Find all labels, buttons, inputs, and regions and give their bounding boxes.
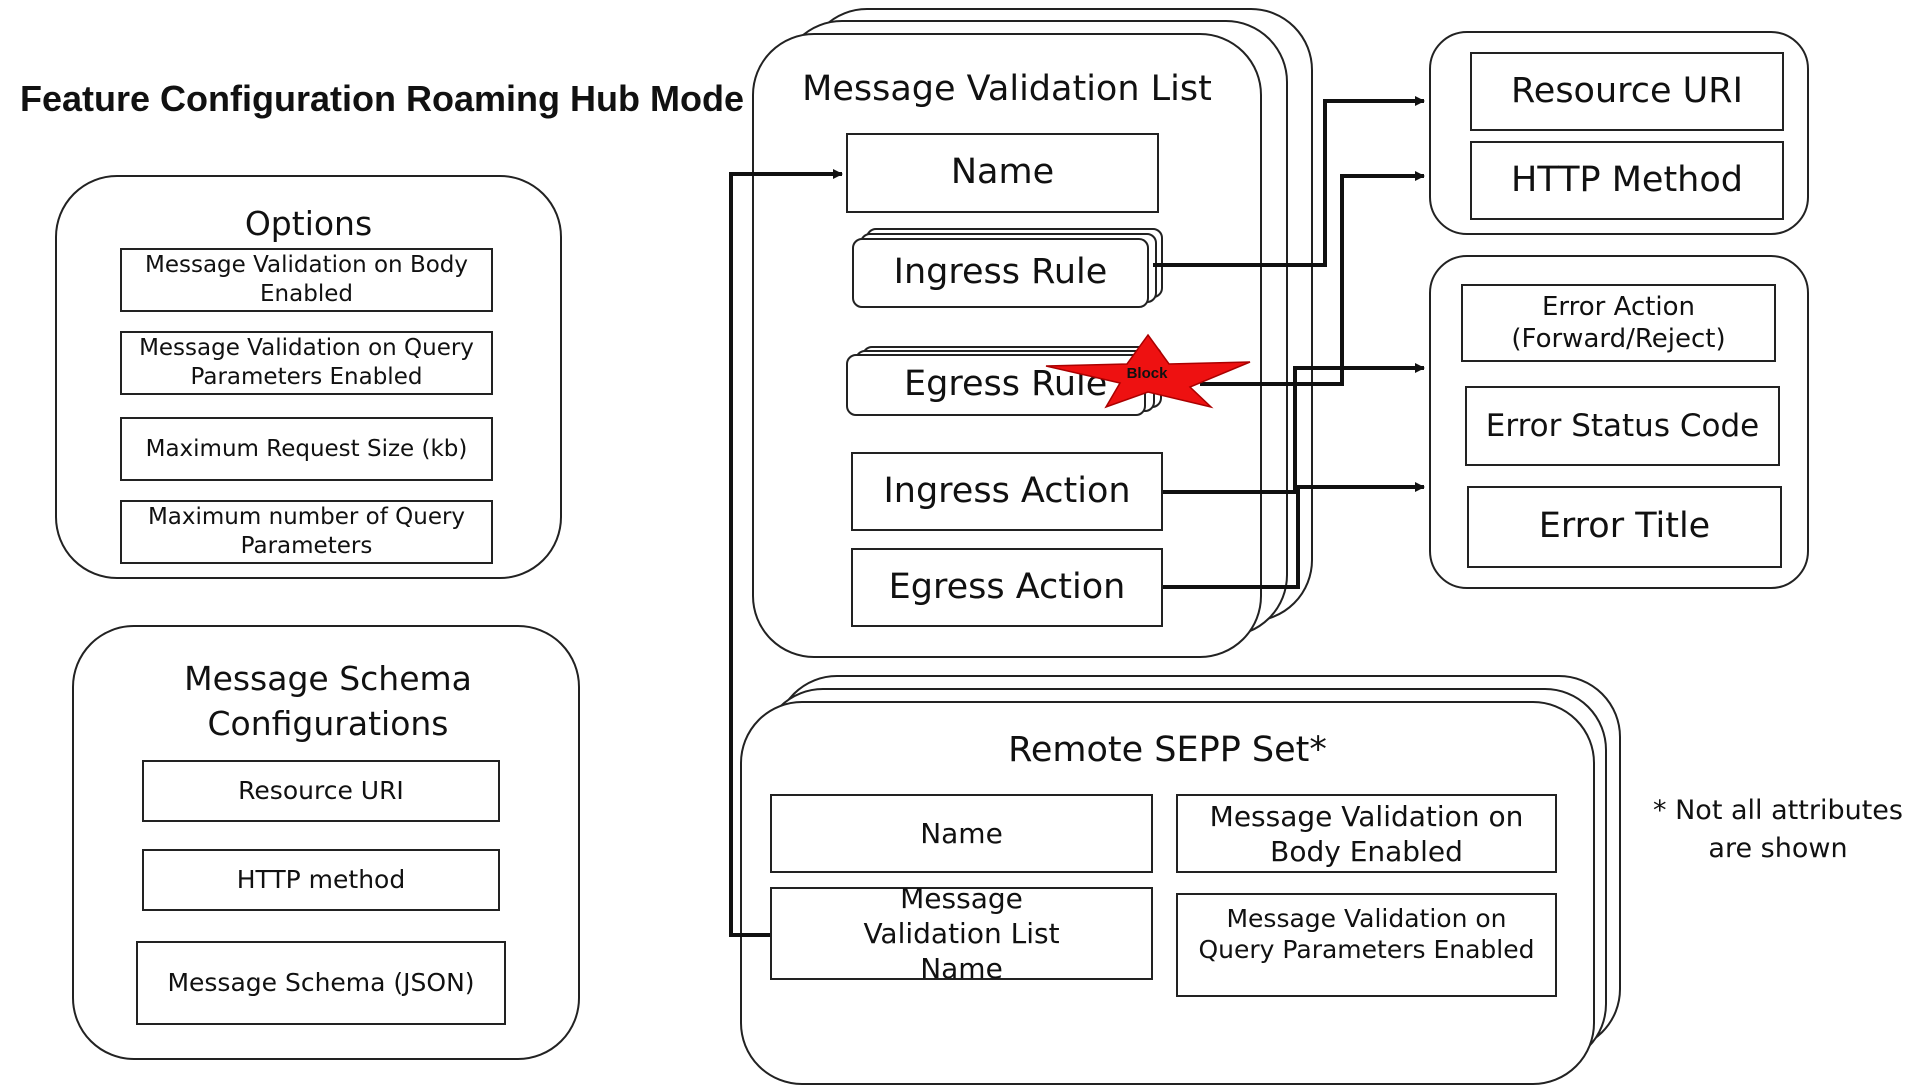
sepp-mvl-name-box: Message Validation List Name [770,882,1153,985]
schema-message-schema: Message Schema (JSON) [136,941,506,1025]
rule-resource-uri: Resource URI [1470,52,1784,131]
egress-action-connector [1163,482,1425,589]
ingress-rule-box: Ingress Rule [852,238,1149,308]
action-panel: Error Action (Forward/Reject) Error Stat… [1429,255,1809,589]
option-query-validation: Message Validation on Query Parameters E… [120,331,493,395]
ingress-rule-connector [1153,96,1425,267]
ingress-action-box: Ingress Action [851,452,1163,531]
schema-resource-uri: Resource URI [142,760,500,822]
sepp-title: Remote SEPP Set* [1008,730,1327,770]
option-max-query-params: Maximum number of Query Parameters [120,500,493,564]
ingress-action-connector [1163,363,1425,494]
sepp-name-box: Name [770,794,1153,873]
schema-panel: Message Schema Configurations Resource U… [72,625,580,1060]
mvl-title: Message Validation List [802,69,1212,109]
mvl-name-box: Name [846,133,1159,213]
action-error-status-code: Error Status Code [1465,386,1780,466]
action-error-title: Error Title [1467,486,1782,568]
block-star-icon: Block [1045,333,1251,409]
schema-title: Message Schema Configurations [184,659,472,743]
sepp-query-enabled-box: Message Validation on Query Parameters E… [1176,893,1557,997]
egress-action-box: Egress Action [851,548,1163,627]
options-panel: Options Message Validation on Body Enabl… [55,175,562,579]
action-error-action: Error Action (Forward/Reject) [1461,284,1776,362]
sepp-body-enabled-box: Message Validation on Body Enabled [1176,794,1557,873]
schema-http-method: HTTP method [142,849,500,911]
options-title: Options [244,204,373,243]
option-body-validation: Message Validation on Body Enabled [120,248,493,312]
rule-panel: Resource URI HTTP Method [1429,31,1809,235]
footnote: * Not all attributes are shown [1653,795,1903,864]
block-label: Block [1127,365,1169,382]
page-title: Feature Configuration Roaming Hub Mode [20,78,744,119]
egress-rule-connector [1200,171,1425,386]
option-max-request-size: Maximum Request Size (kb) [120,417,493,481]
sepp-to-mvl-connector [729,169,843,937]
rule-http-method: HTTP Method [1470,141,1784,220]
